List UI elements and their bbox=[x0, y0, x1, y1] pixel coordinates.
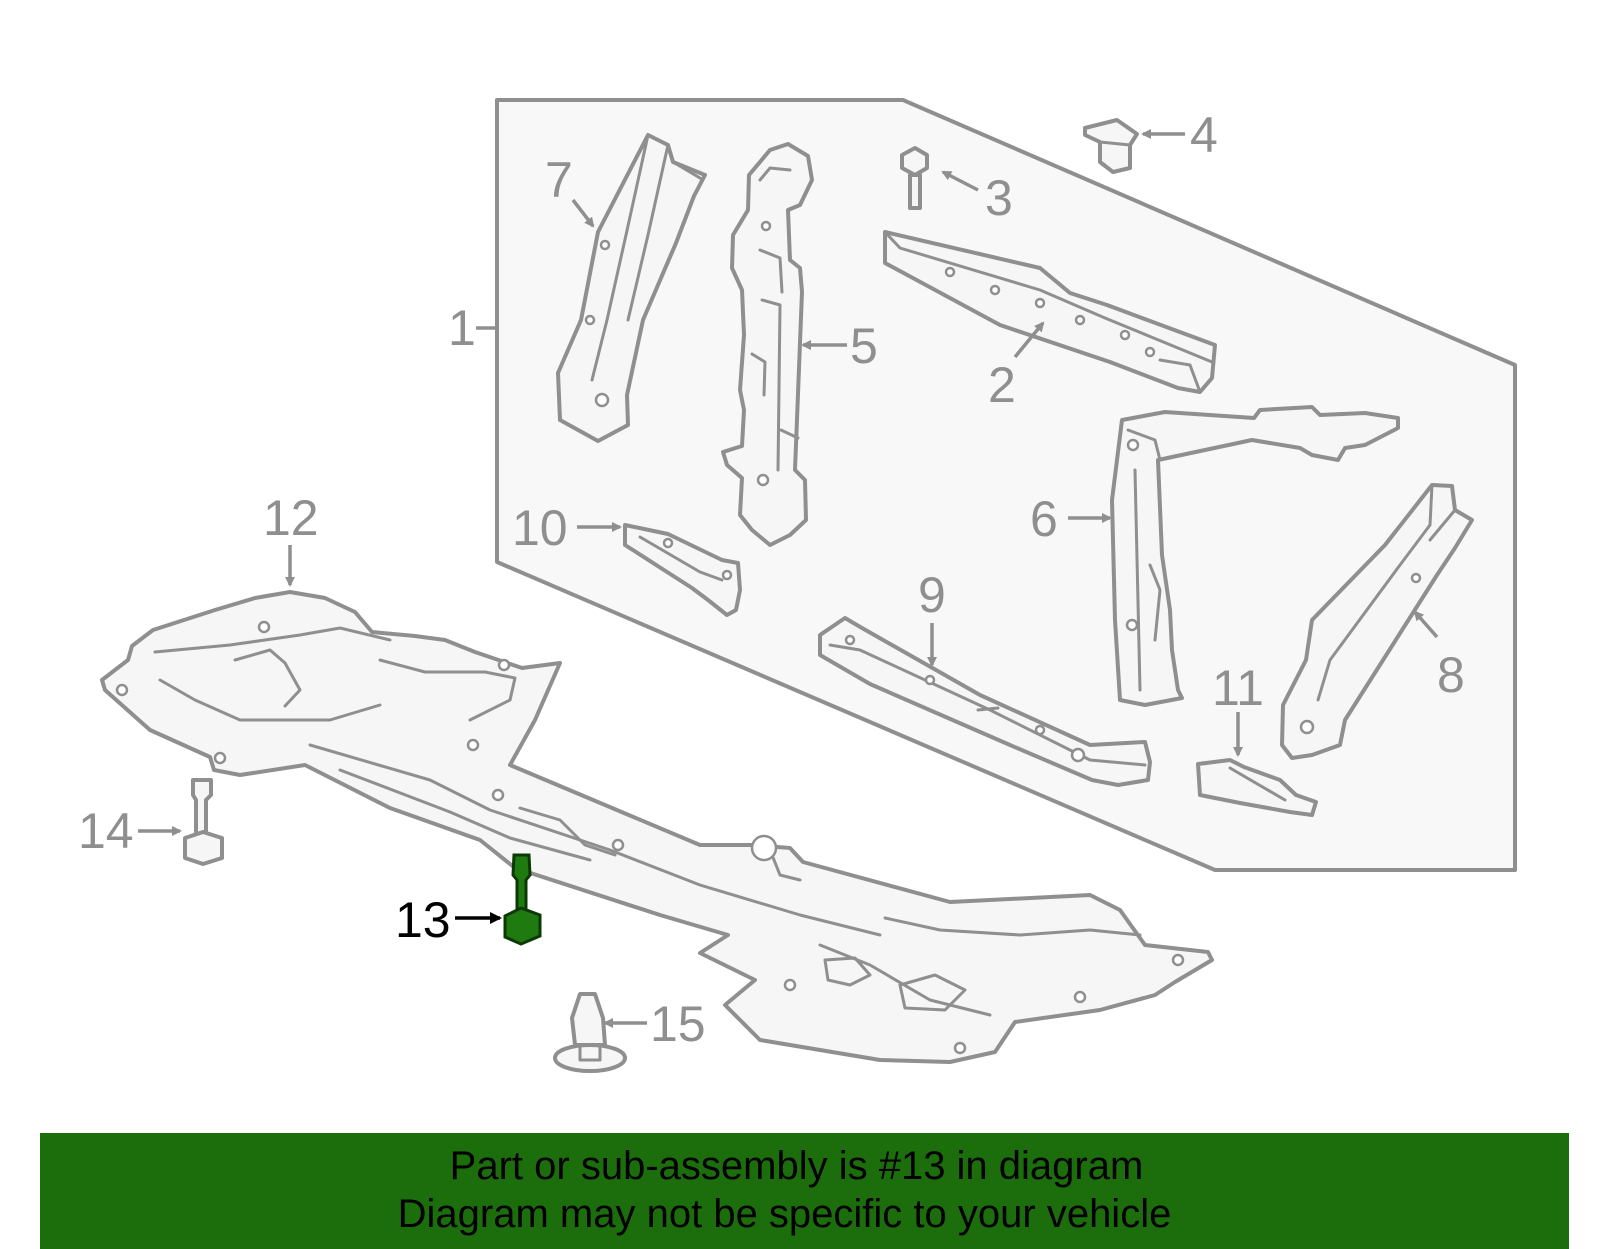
part-12-undercover bbox=[100, 590, 1214, 1064]
part-9-crossbeam bbox=[818, 616, 1152, 787]
part-6-frame bbox=[1110, 405, 1400, 707]
banner-line-disclaimer: Diagram may not be specific to your vehi… bbox=[397, 1192, 1172, 1236]
part-4-nut bbox=[1083, 118, 1139, 174]
part-8-bracket bbox=[1280, 483, 1474, 760]
leader-3 bbox=[941, 170, 979, 192]
callout-12: 12 bbox=[263, 490, 319, 546]
part-11-bracket bbox=[1196, 758, 1318, 817]
part-3-bolt bbox=[900, 146, 929, 210]
info-banner: Part or sub-assembly is #13 in diagram D… bbox=[40, 1133, 1569, 1249]
callout-6: 6 bbox=[1030, 491, 1058, 547]
callout-14: 14 bbox=[78, 803, 134, 859]
part-10-bracket bbox=[623, 523, 742, 617]
part-15-clip bbox=[553, 992, 627, 1073]
callout-3: 3 bbox=[985, 170, 1013, 226]
callout-4: 4 bbox=[1190, 107, 1218, 163]
part-14-bolt bbox=[183, 778, 224, 866]
callout-11: 11 bbox=[1212, 660, 1264, 716]
part-5-upright bbox=[721, 142, 814, 547]
leader-8 bbox=[1413, 610, 1439, 639]
part-7-bracket bbox=[556, 133, 707, 443]
banner-line-part-number: Part or sub-assembly is #13 in diagram bbox=[449, 1144, 1144, 1188]
leader-2 bbox=[1013, 321, 1045, 359]
part-2-crossbeam bbox=[883, 230, 1217, 394]
callout-1: 1 bbox=[448, 300, 476, 356]
part-13-bolt bbox=[503, 853, 542, 946]
callout-5: 5 bbox=[850, 318, 878, 374]
callout-13: 13 bbox=[395, 892, 451, 948]
leader-7 bbox=[571, 198, 595, 228]
callout-9: 9 bbox=[918, 567, 946, 623]
callout-10: 10 bbox=[512, 500, 568, 556]
callout-7: 7 bbox=[545, 152, 573, 208]
callout-15: 15 bbox=[650, 996, 706, 1052]
callout-2: 2 bbox=[988, 357, 1016, 413]
callout-8: 8 bbox=[1437, 647, 1465, 703]
